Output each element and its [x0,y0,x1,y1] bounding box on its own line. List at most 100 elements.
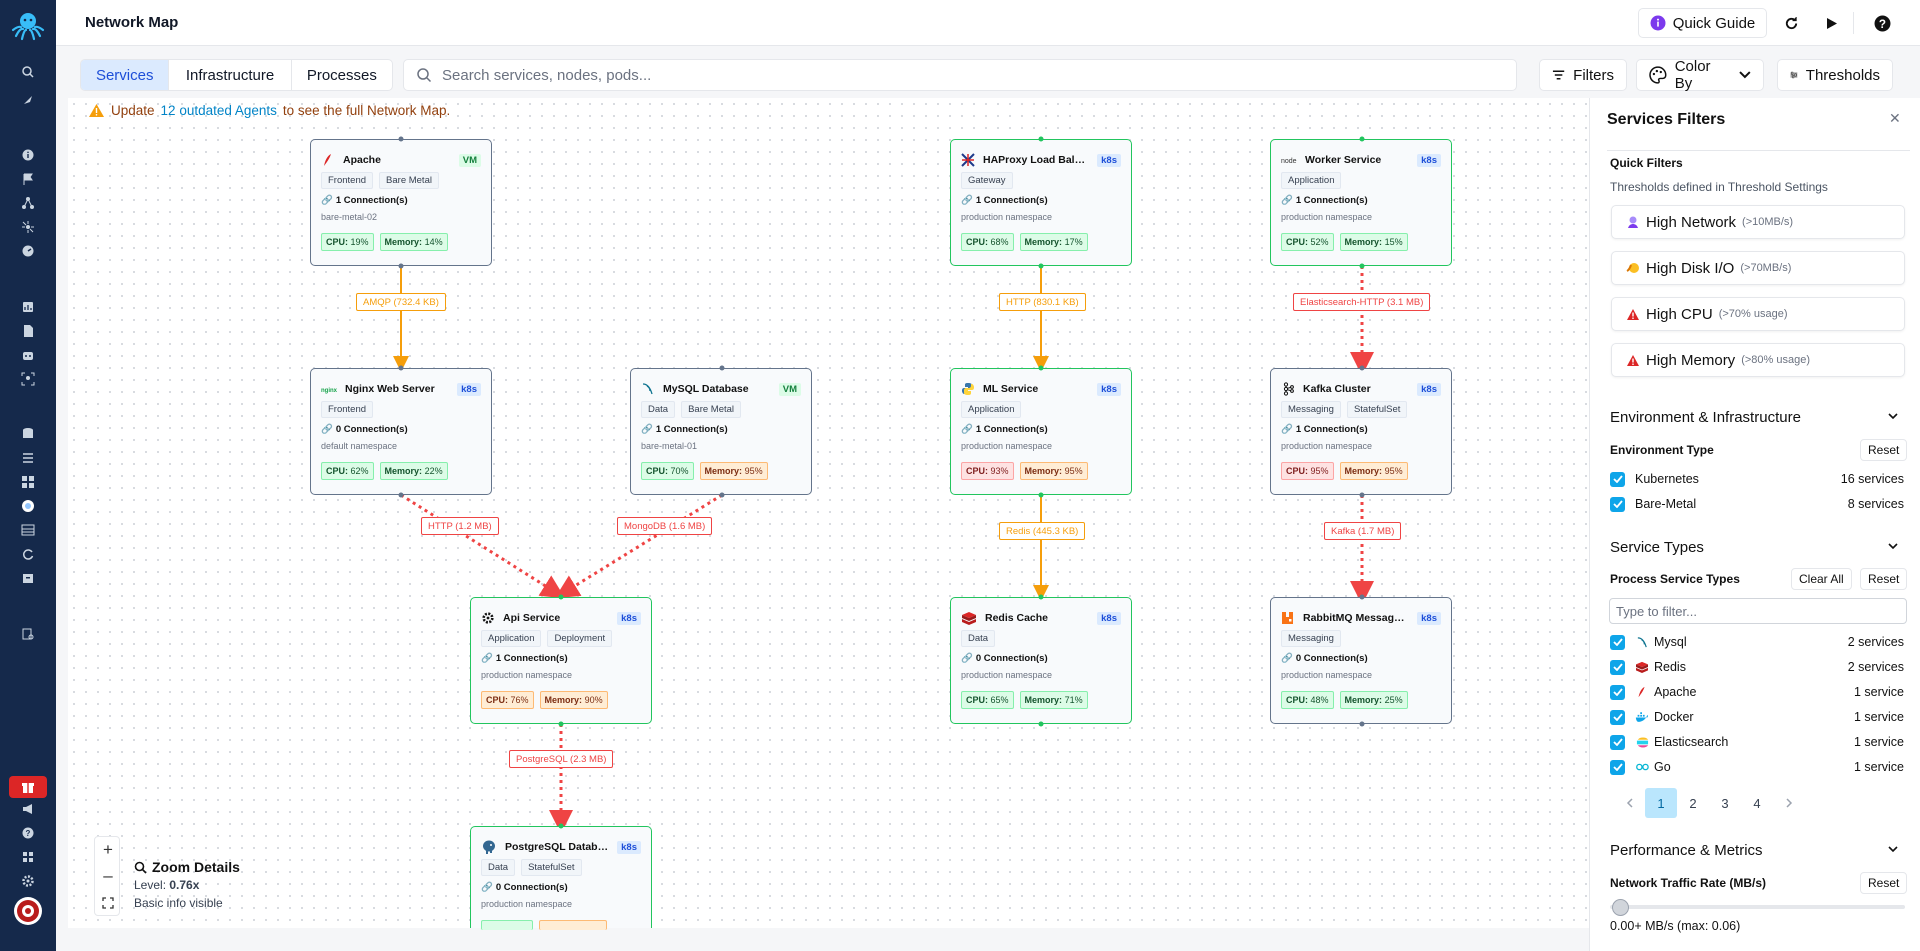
settings-icon[interactable] [16,872,40,890]
chevron-down-icon[interactable] [1888,542,1898,553]
document-icon[interactable] [16,322,40,340]
close-icon[interactable]: ✕ [1889,110,1901,126]
edge-label: MongoDB (1.6 MB) [617,517,713,535]
page-button[interactable]: 1 [1645,788,1677,818]
help-icon[interactable]: ? [1871,12,1893,34]
grid-icon[interactable] [16,473,40,491]
topology-icon[interactable] [16,194,40,212]
help-circle-icon[interactable]: ? [16,824,40,842]
thresholds-button[interactable]: Thresholds [1777,59,1893,91]
gift-icon[interactable] [9,776,47,798]
megaphone-icon[interactable] [16,800,40,818]
fit-view-button[interactable] [95,890,121,916]
quick-guide-button[interactable]: Quick Guide [1638,8,1767,38]
checkbox-checked[interactable] [1610,471,1625,487]
node-badge: k8s [457,382,481,396]
page-button[interactable]: 4 [1753,795,1761,811]
process-filter-input[interactable]: Type to filter... [1609,598,1907,624]
dashboard-icon[interactable] [16,298,40,316]
integrations-icon[interactable] [16,848,40,866]
info-icon[interactable] [16,146,40,164]
tab-services[interactable]: Services [81,60,170,90]
network-reset-button[interactable]: Reset [1860,872,1908,894]
chevron-down-icon[interactable] [1888,412,1898,423]
zoom-out-button[interactable]: – [103,866,113,885]
network-rate-slider-track[interactable] [1610,905,1905,909]
avatar[interactable] [14,897,42,925]
chevron-left-icon[interactable] [1613,788,1645,818]
quick-filter-high-disk[interactable]: High Disk I/O(>70MB/s) [1611,251,1905,285]
checkbox-checked[interactable] [1610,496,1625,512]
color-by-dropdown[interactable]: Color By [1636,58,1764,92]
rocket-icon[interactable] [16,91,40,109]
process-reset-button[interactable]: Reset [1860,568,1908,590]
node-rabbitmq[interactable]: RabbitMQ Message ...k8s Messaging 🔗0 Con… [1270,597,1452,724]
checkbox-checked[interactable] [1610,734,1625,750]
list-icon[interactable] [16,449,40,467]
performance-section-header[interactable]: Performance & Metrics [1610,842,1763,859]
quick-filter-high-cpu[interactable]: High CPU(>70% usage) [1611,297,1905,331]
clear-all-button[interactable]: Clear All [1791,568,1852,590]
checkbox-checked[interactable] [1610,709,1625,725]
robot-icon[interactable] [16,346,40,364]
octopus-logo-icon[interactable] [8,8,48,44]
filters-button[interactable]: Filters [1539,59,1627,91]
gauge-icon[interactable] [16,242,40,260]
chevron-right-icon[interactable] [1773,788,1805,818]
node-connections: 0 Connection(s) [975,653,1048,664]
checkbox-checked[interactable] [1610,659,1625,675]
fullscreen-icon [102,897,114,909]
tab-processes[interactable]: Processes [306,66,377,84]
user-scan-icon[interactable] [16,370,40,388]
logs-search-icon[interactable] [16,625,40,643]
quick-guide-label: Quick Guide [1672,14,1756,32]
pagination: 1 2 3 4 [1613,788,1805,818]
search-input[interactable]: Search services, nodes, pods... [403,59,1517,91]
flag-icon[interactable] [16,170,40,188]
page-button[interactable]: 2 [1689,795,1697,811]
quick-filter-high-network[interactable]: High Network(>10MB/s) [1611,205,1905,239]
page-button[interactable]: 3 [1721,795,1729,811]
env-section-header[interactable]: Environment & Infrastructure [1610,409,1801,426]
quick-filter-high-memory[interactable]: High Memory(>80% usage) [1611,343,1905,377]
network-map-icon[interactable] [16,218,40,236]
chevron-down-icon[interactable] [1888,845,1898,856]
network-icon [1628,216,1638,228]
tab-infrastructure[interactable]: Infrastructure [169,60,292,90]
env-reset-button[interactable]: Reset [1860,439,1908,461]
sync-icon[interactable] [16,545,40,563]
service-types-header[interactable]: Service Types [1610,539,1704,556]
zoom-in-button[interactable]: + [103,840,113,859]
node-haproxy[interactable]: HAProxy Load Balan...k8s Gateway 🔗1 Conn… [950,139,1132,266]
checkbox-checked[interactable] [1610,759,1625,775]
play-icon[interactable] [1821,12,1843,34]
table-icon[interactable] [16,521,40,539]
database-icon[interactable] [16,425,40,443]
search-icon[interactable] [16,63,40,81]
network-map-active-icon[interactable] [16,497,40,515]
checkbox-checked[interactable] [1610,634,1625,650]
refresh-icon[interactable] [1780,12,1802,34]
edge-label: HTTP (830.1 KB) [999,293,1086,311]
outdated-agents-link[interactable]: 12 outdated Agents [160,102,277,118]
checkbox-checked[interactable] [1610,684,1625,700]
network-rate-slider-handle[interactable] [1612,899,1629,916]
archive-icon[interactable] [16,569,40,587]
